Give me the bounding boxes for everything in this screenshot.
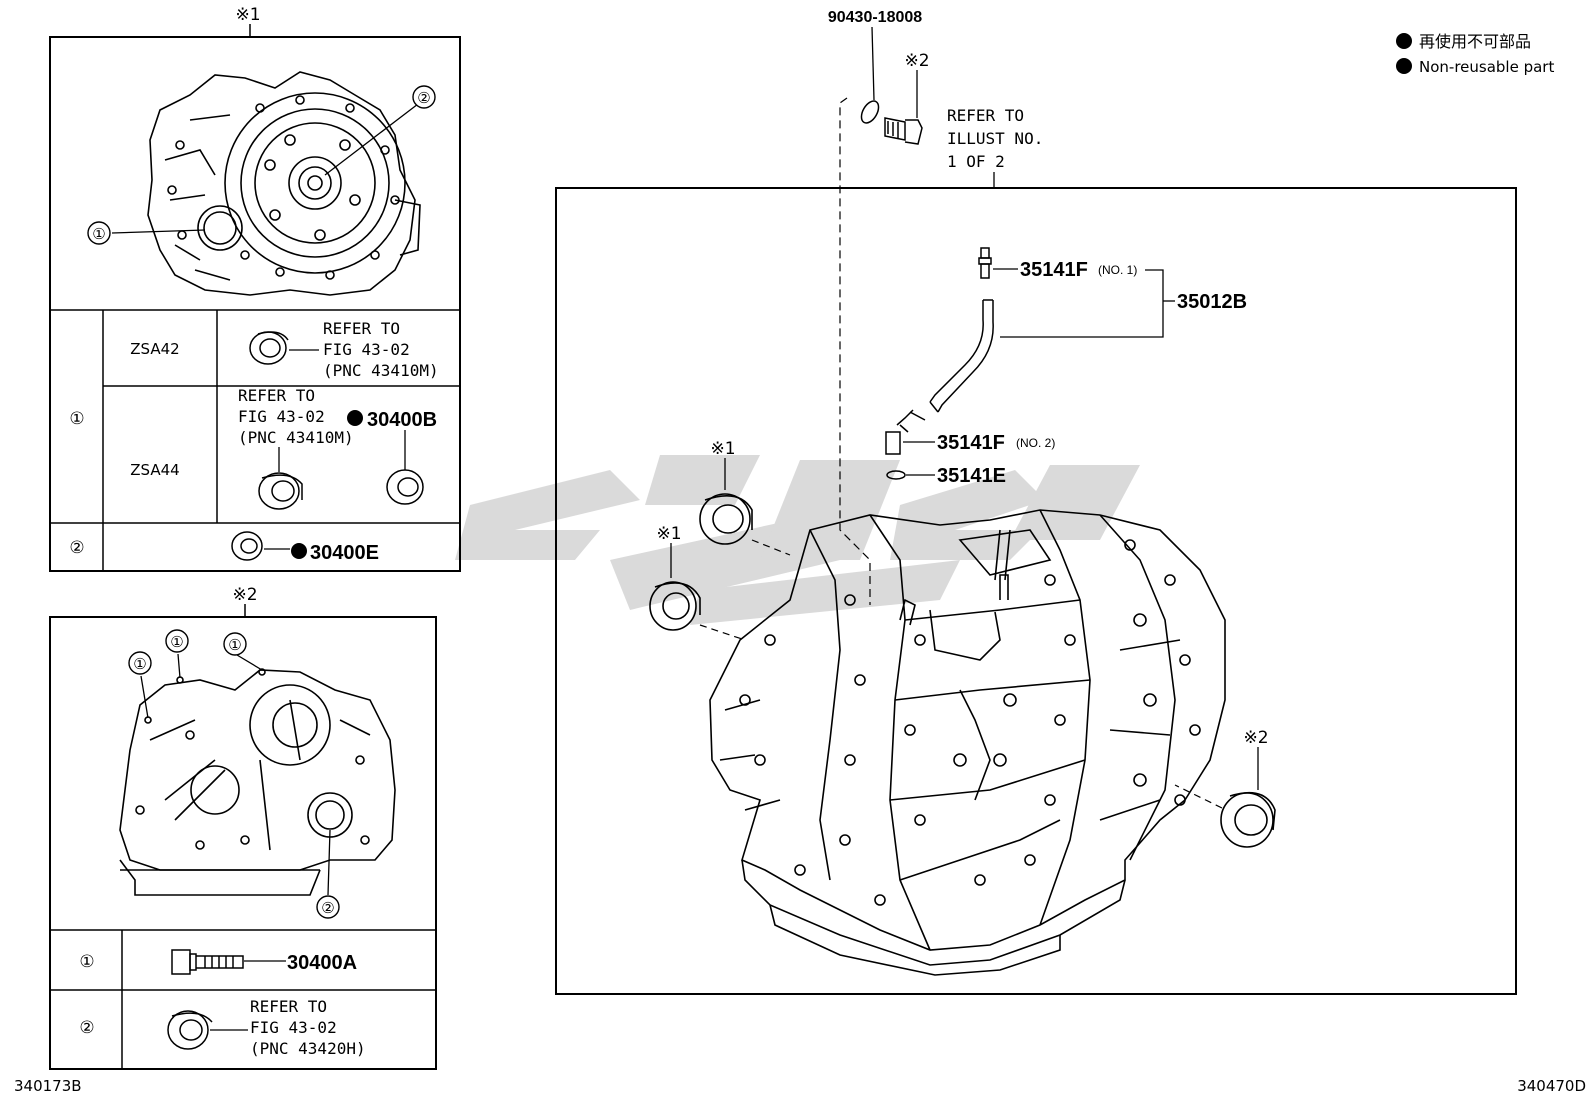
zsa44-refer-line-2: FIG 43-02 xyxy=(238,407,325,426)
inset-2-callout-1c: ① xyxy=(228,636,241,654)
transmission-side-view xyxy=(119,668,396,896)
inset-2-refer-line-1: REFER TO xyxy=(250,997,327,1016)
main-refer-line-1: REFER TO xyxy=(947,106,1024,125)
inset-1-row-num-2: ② xyxy=(69,538,84,558)
model-zsa42: ZSA42 xyxy=(130,340,179,358)
part-35141e: 35141E xyxy=(937,465,1006,487)
oil-seal-icon xyxy=(249,331,289,365)
main-illustration: 90430-18008 ※2 REFER TO ILLUST NO. 1 OF … xyxy=(555,9,1517,995)
drain-plug-icon xyxy=(884,117,923,145)
non-reusable-dot xyxy=(347,410,363,426)
legend-ja: 再使用不可部品 xyxy=(1419,32,1531,51)
legend-en: Non-reusable part xyxy=(1419,58,1554,76)
label-no2: (NO. 2) xyxy=(1016,436,1055,450)
bolt-icon xyxy=(171,949,244,975)
transmission-front-view xyxy=(147,71,421,296)
inset-1: ※1 ① xyxy=(49,5,461,572)
zsa42-refer-line-3: (PNC 43410M) xyxy=(323,361,439,380)
zsa42-refer-line-2: FIG 43-02 xyxy=(323,340,410,359)
label-no1: (NO. 1) xyxy=(1098,263,1137,277)
inset-1-mark: ※1 xyxy=(235,5,260,25)
transmission-assembly xyxy=(709,509,1226,976)
footer-right-code: 340470D xyxy=(1517,1077,1586,1095)
inset-1-row-num-1: ① xyxy=(69,409,84,429)
oil-seal-icon xyxy=(649,581,701,631)
breather-hose xyxy=(885,247,994,480)
inset-2-row-num-1: ① xyxy=(79,952,94,972)
main-mark-2-top: ※2 xyxy=(904,51,929,71)
footer-left-code: 340173B xyxy=(14,1077,82,1095)
main-refer-line-3: 1 OF 2 xyxy=(947,152,1005,171)
oil-seal-icon xyxy=(258,469,424,510)
model-zsa44: ZSA44 xyxy=(130,461,179,479)
inset-2-callout-1a: ① xyxy=(133,655,146,673)
inset-2-row-num-2: ② xyxy=(79,1018,94,1038)
part-30400e: 30400E xyxy=(310,542,379,564)
part-35012b: 35012B xyxy=(1177,291,1247,313)
inset-2-mark: ※2 xyxy=(232,585,257,605)
oil-seal-icon xyxy=(1220,791,1276,848)
part-35141f-no2: 35141F xyxy=(937,432,1005,454)
part-30400b: 30400B xyxy=(367,409,437,431)
main-refer-line-2: ILLUST NO. xyxy=(947,129,1043,148)
zsa44-refer-line-3: (PNC 43410M) xyxy=(238,428,354,447)
o-ring-icon xyxy=(860,100,880,124)
inset-1-callout-2: ② xyxy=(417,89,430,107)
part-35141f-no1: 35141F xyxy=(1020,259,1088,281)
inset-2-callout-1b: ① xyxy=(170,633,183,651)
zsa42-refer-line-1: REFER TO xyxy=(323,319,400,338)
inset-2: ※2 ① ① ① ② ① xyxy=(49,585,437,1070)
oil-seal-icon xyxy=(699,493,753,545)
part-90430-18008: 90430-18008 xyxy=(828,9,922,26)
part-30400a: 30400A xyxy=(287,952,357,974)
non-reusable-dot xyxy=(291,543,307,559)
inset-2-refer-line-2: FIG 43-02 xyxy=(250,1018,337,1037)
oil-seal-icon xyxy=(231,531,263,561)
non-reusable-dot xyxy=(1396,58,1412,74)
inset-2-callout-2: ② xyxy=(321,899,334,917)
inset-2-refer-line-3: (PNC 43420H) xyxy=(250,1039,366,1058)
oil-seal-icon xyxy=(167,1010,213,1050)
non-reusable-dot xyxy=(1396,33,1412,49)
main-mark-1a: ※1 xyxy=(710,439,735,459)
main-mark-2: ※2 xyxy=(1243,728,1268,748)
main-mark-1b: ※1 xyxy=(656,524,681,544)
zsa44-refer-line-1: REFER TO xyxy=(238,386,315,405)
inset-1-callout-1: ① xyxy=(92,225,105,243)
legend: 再使用不可部品 Non-reusable part xyxy=(1396,32,1554,76)
